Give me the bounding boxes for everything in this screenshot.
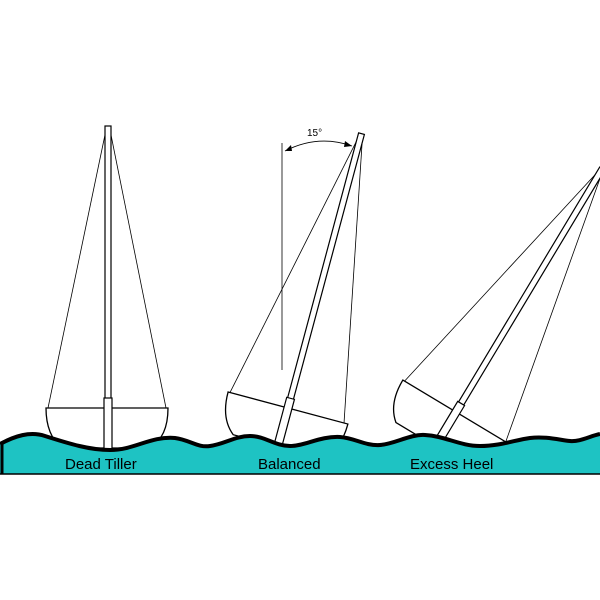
arrowhead-left <box>285 145 292 151</box>
arrowhead-right <box>344 141 352 147</box>
mast <box>104 125 112 409</box>
keel <box>103 397 113 451</box>
boat-excess-heel <box>392 166 600 470</box>
mast <box>284 132 366 410</box>
backstay <box>109 129 167 409</box>
forestay <box>229 136 359 393</box>
water <box>0 433 600 474</box>
angle-arc <box>284 140 353 152</box>
label-excess-heel: Excess Heel <box>410 456 493 473</box>
mast <box>452 166 600 415</box>
backstay <box>343 138 363 424</box>
angle-label: 15° <box>307 128 322 139</box>
label-dead-tiller: Dead Tiller <box>65 456 137 473</box>
forestay <box>47 129 107 409</box>
boat-balanced: 15° <box>224 128 366 459</box>
label-balanced: Balanced <box>258 456 321 473</box>
forestay <box>404 170 599 382</box>
backstay <box>505 172 600 443</box>
wave-crest-line <box>0 432 600 453</box>
boat-dead-tiller <box>45 125 169 451</box>
